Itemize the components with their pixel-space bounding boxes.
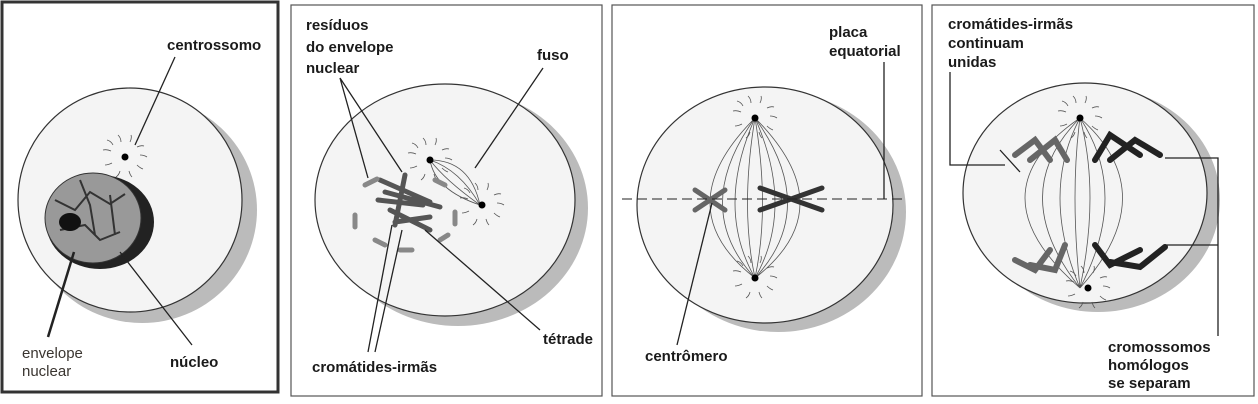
label-homologs-3: se separam [1108,375,1191,392]
envelope-residues [352,176,458,253]
label-residues-2: do envelope [306,39,394,56]
label-residues: resíduos [306,17,369,34]
label-plate-2: equatorial [829,43,901,60]
label-envelope-2: nuclear [22,363,71,380]
panel-2: resíduos do envelope nuclear fuso tétrad… [290,4,603,397]
label-sister-chromatids: cromátides-irmãs [312,359,437,376]
label-sisters-3: unidas [948,54,996,71]
cell [962,82,1208,304]
label-homologs: cromossomos [1108,339,1211,356]
chromosomes [1012,130,1168,274]
panel-3: placa equatorial centrômero [611,4,923,397]
label-spindle: fuso [537,47,569,64]
label-envelope: envelope [22,345,83,362]
cell [636,86,894,324]
label-centrosome: centrossomo [167,37,261,54]
panel-1: centrossomo envelope nuclear núcleo [0,0,280,394]
nucleolus [59,213,81,231]
cell [314,83,576,317]
label-nucleus: núcleo [170,354,218,371]
label-tetrad: tétrade [543,331,593,348]
label-centromere: centrômero [645,348,728,365]
label-plate: placa [829,24,868,41]
label-homologs-2: homólogos [1108,357,1189,374]
label-residues-3: nuclear [306,60,360,77]
panel-4: cromátides-irmãs continuam unidas cromos… [931,4,1255,397]
label-sisters-2: continuam [948,35,1024,52]
tetrads [375,172,443,233]
label-sisters: cromátides-irmãs [948,16,1073,33]
